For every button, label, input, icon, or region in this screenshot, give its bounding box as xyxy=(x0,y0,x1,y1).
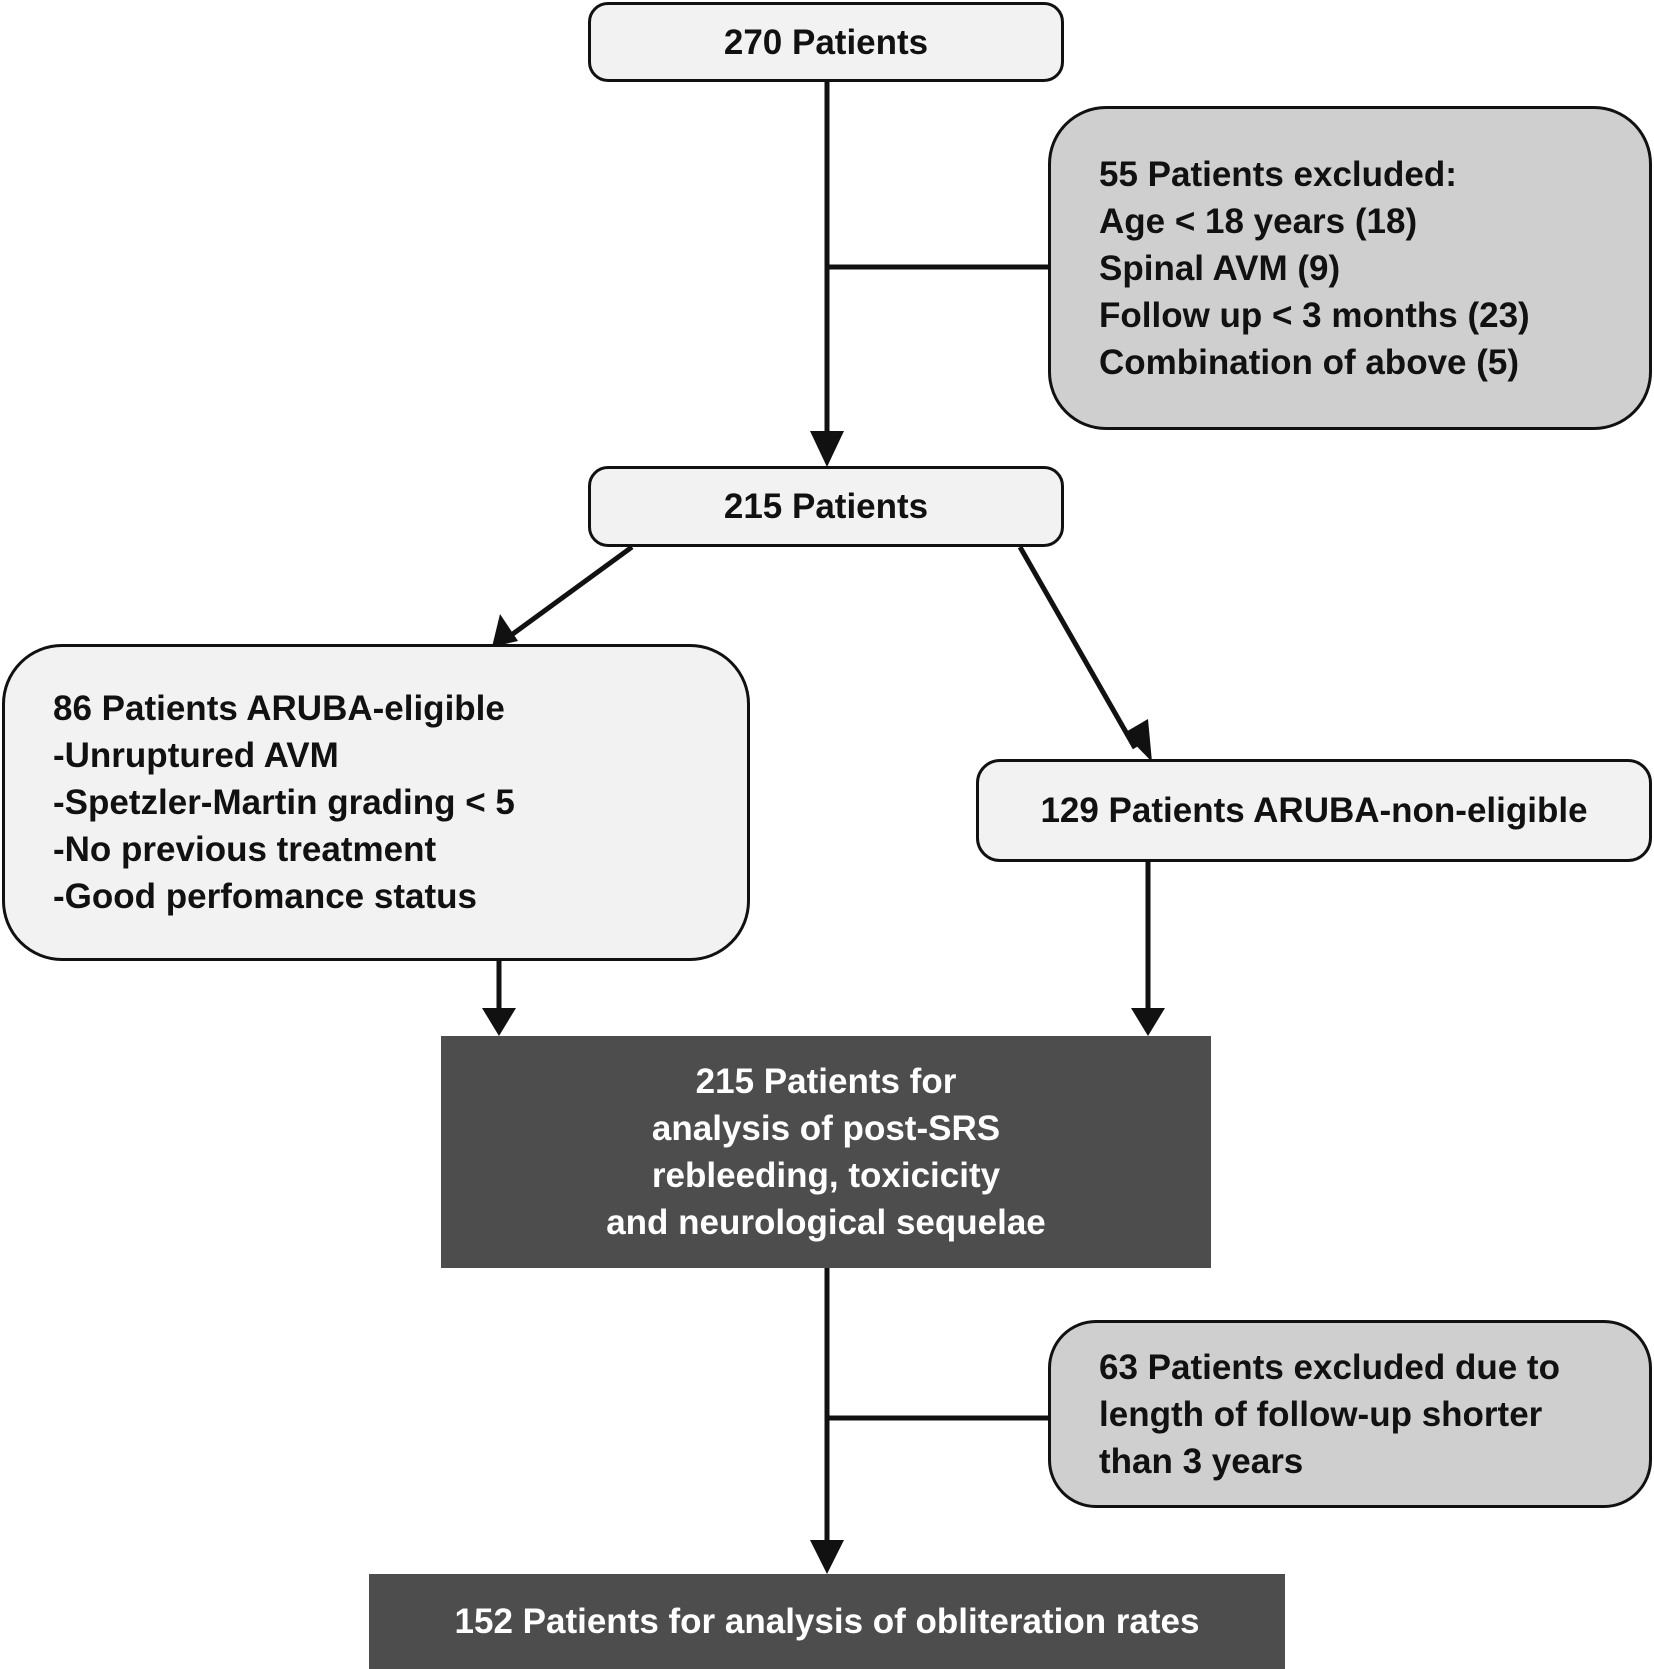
excluded-2-line: length of follow-up shorter xyxy=(1099,1394,1543,1434)
arrowhead-analysis-right xyxy=(1131,1008,1165,1036)
arrowhead-obliteration xyxy=(810,1540,844,1574)
node-excluded-1: 55 Patients excluded: Age < 18 years (18… xyxy=(1048,106,1652,430)
arrowhead-non-eligible xyxy=(1124,719,1152,762)
node-start-label: 270 Patients xyxy=(723,22,929,62)
analysis-1-line: 215 Patients for xyxy=(695,1062,957,1101)
excluded-1-title: 55 Patients excluded: xyxy=(1099,154,1457,194)
node-eligible: 86 Patients ARUBA-eligible -Unruptured A… xyxy=(2,644,750,961)
node-start: 270 Patients xyxy=(588,2,1064,82)
eligible-title: 86 Patients ARUBA-eligible xyxy=(53,689,505,728)
excluded-2-line: 63 Patients excluded due to xyxy=(1099,1347,1560,1387)
node-after-exclusion: 215 Patients xyxy=(588,466,1064,547)
node-analysis-obliteration: 152 Patients for analysis of obliteratio… xyxy=(369,1574,1285,1669)
excluded-1-item: Follow up < 3 months (23) xyxy=(1099,295,1530,335)
node-analysis-rebleeding: 215 Patients for analysis of post-SRS re… xyxy=(441,1036,1211,1268)
node-analysis-obliteration-label: 152 Patients for analysis of obliteratio… xyxy=(454,1602,1200,1641)
node-non-eligible-label: 129 Patients ARUBA-non-eligible xyxy=(1040,791,1588,830)
eligible-criterion: -No previous treatment xyxy=(53,830,437,869)
eligible-criterion: -Spetzler-Martin grading < 5 xyxy=(53,783,515,822)
arrowhead-eligible xyxy=(492,614,518,647)
excluded-2-line: than 3 years xyxy=(1099,1441,1304,1481)
analysis-1-line: analysis of post-SRS xyxy=(651,1109,1001,1148)
node-non-eligible: 129 Patients ARUBA-non-eligible xyxy=(976,759,1652,862)
analysis-1-line: rebleeding, toxicicity xyxy=(651,1156,1001,1195)
excluded-1-item: Combination of above (5) xyxy=(1099,342,1519,382)
excluded-1-item: Age < 18 years (18) xyxy=(1099,201,1418,241)
excluded-1-item: Spinal AVM (9) xyxy=(1099,248,1341,288)
arrowhead-analysis-left xyxy=(482,1008,516,1036)
arrow-215-to-non-eligible xyxy=(1017,545,1138,750)
eligible-criterion: -Unruptured AVM xyxy=(53,736,339,775)
node-excluded-2: 63 Patients excluded due to length of fo… xyxy=(1048,1320,1652,1508)
node-after-exclusion-label: 215 Patients xyxy=(723,487,929,526)
arrowhead-215 xyxy=(810,431,844,467)
eligible-criterion: -Good perfomance status xyxy=(53,877,477,916)
analysis-1-line: and neurological sequelae xyxy=(606,1203,1046,1242)
arrow-215-to-eligible xyxy=(508,544,634,639)
